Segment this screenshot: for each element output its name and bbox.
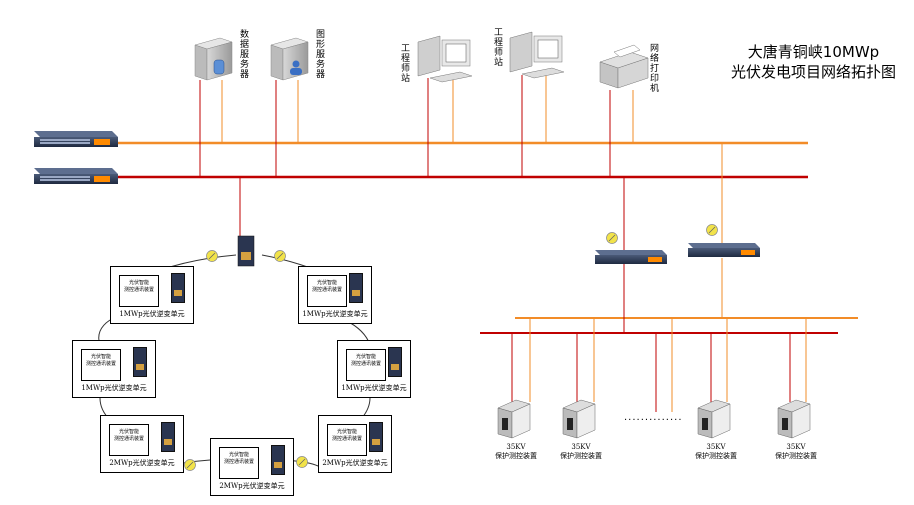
inverter-unit-caption: 2MWp光伏逆变单元: [322, 459, 388, 467]
inverter-device-icon: [133, 347, 147, 377]
diagram-title: 大唐青铜峡10MWp 光伏发电项目网络拓扑图: [731, 42, 896, 82]
inverter-unit-caption: 1MWp光伏逆变单元: [302, 310, 368, 318]
inverter-device-icon: [388, 347, 402, 377]
data-server-label: 数据服务器: [240, 30, 250, 80]
inverter-unit-4: 光伏智能 测控通讯装置 1MWp光伏逆变单元: [337, 340, 411, 398]
monitoring-device-label: 光伏智能 测控通讯装置: [109, 424, 149, 456]
monitoring-device-label: 光伏智能 测控通讯装置: [219, 447, 259, 479]
inverter-unit-caption: 1MWp光伏逆变单元: [341, 384, 407, 392]
inverter-device-icon: [161, 422, 175, 452]
server-drops: [199, 75, 634, 177]
title-line-1: 大唐青铜峡10MWp: [747, 43, 880, 61]
inverter-unit-caption: 1MWp光伏逆变单元: [81, 384, 147, 392]
voltage-level: 35KV: [706, 443, 726, 451]
eng-station-2-label: 工程师站: [494, 28, 504, 68]
inverter-device-icon: [271, 445, 285, 475]
monitoring-device-label: 光伏智能 测控通讯装置: [119, 275, 159, 307]
inverter-unit-5: 光伏智能 测控通讯装置 2MWp光伏逆变单元: [100, 415, 184, 473]
monitoring-device-label: 光伏智能 测控通讯装置: [307, 275, 347, 307]
inverter-unit-3: 光伏智能 测控通讯装置 1MWp光伏逆变单元: [72, 340, 156, 398]
inverter-device-icon: [369, 422, 383, 452]
voltage-level: 35KV: [786, 443, 806, 451]
inverter-unit-6: 光伏智能 测控通讯装置 2MWp光伏逆变单元: [318, 415, 392, 473]
voltage-level: 35KV: [571, 443, 591, 451]
graphics-server-label: 图形服务器: [316, 30, 326, 80]
eng-station-1-label: 工程师站: [401, 44, 411, 84]
inverter-device-icon: [349, 273, 363, 303]
device-type: 保护测控装置: [775, 452, 817, 460]
protection-device-1: [497, 399, 531, 439]
core-switch-2: [34, 168, 118, 184]
engineer-workstation-2: [509, 31, 565, 79]
inverter-unit-1: 光伏智能 测控通讯装置 1MWp光伏逆变单元: [110, 266, 194, 324]
inverter-unit-2: 光伏智能 测控通讯装置 1MWp光伏逆变单元: [298, 266, 372, 324]
more-devices-ellipsis: ..............: [624, 412, 683, 423]
voltage-level: 35KV: [506, 443, 526, 451]
monitoring-device-label: 光伏智能 测控通讯装置: [346, 349, 386, 381]
device-type: 保护测控装置: [495, 452, 537, 460]
ring-switch: [237, 235, 255, 267]
title-line-2: 光伏发电项目网络拓扑图: [730, 63, 896, 81]
protection-device-3: [697, 399, 731, 439]
inverter-device-icon: [171, 273, 185, 303]
protection-device-4: [777, 399, 811, 439]
monitoring-device-label: 光伏智能 测控通讯装置: [327, 424, 367, 456]
inverter-unit-caption: 1MWp光伏逆变单元: [119, 310, 185, 318]
network-printer: [599, 44, 649, 89]
access-switch-2: [688, 243, 760, 257]
monitoring-device-label: 光伏智能 测控通讯装置: [81, 349, 121, 381]
inverter-unit-caption: 2MWp光伏逆变单元: [109, 459, 175, 467]
data-server: [194, 37, 233, 81]
protection-device-2: [562, 399, 596, 439]
core-switch-1: [34, 131, 118, 147]
engineer-workstation-1: [417, 35, 473, 83]
inverter-unit-7: 光伏智能 测控通讯装置 2MWp光伏逆变单元: [210, 438, 294, 496]
device-type: 保护测控装置: [695, 452, 737, 460]
access-switch-1: [595, 250, 667, 264]
device-type: 保护测控装置: [560, 452, 602, 460]
graphics-server: [270, 37, 309, 81]
printer-label: 网络打印机: [650, 44, 660, 94]
inverter-unit-caption: 2MWp光伏逆变单元: [219, 482, 285, 490]
